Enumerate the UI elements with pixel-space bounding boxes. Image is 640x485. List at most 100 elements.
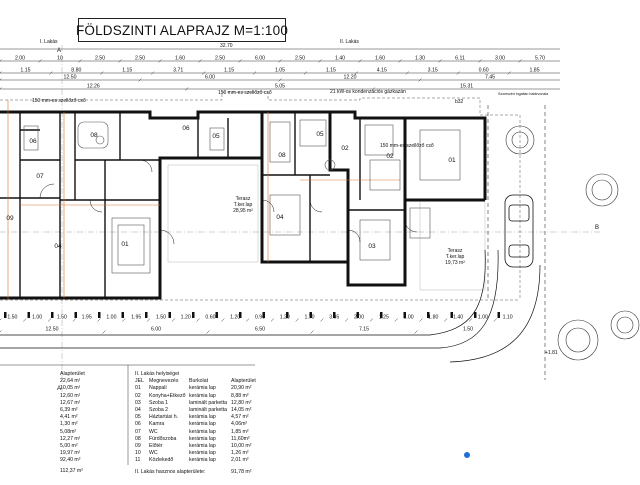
site-post [239, 312, 242, 318]
table2-cell: Konyha+Étkező [149, 392, 186, 399]
dim-top-1: 2.50 [135, 56, 145, 62]
table1-area: 12,67 m² [60, 399, 81, 406]
dim-bottom-1: 1.20 [230, 315, 240, 321]
site-post [27, 312, 30, 318]
room-number: 01 [448, 157, 456, 164]
site-post [380, 312, 383, 318]
room-number: 04 [54, 243, 62, 250]
table2-cell: 09 [135, 443, 141, 450]
table2-cell: 1,26 m² [231, 450, 249, 457]
interior-walls [0, 112, 405, 298]
dim-bottom-1: 0.60 [205, 315, 215, 321]
site-post [333, 312, 336, 318]
dim-top-2: 1.15 [224, 68, 234, 74]
label-total-width: 32.70 [220, 43, 233, 49]
dim-top-1: 1.60 [175, 56, 185, 62]
table1-total-row: 112,37 m² [60, 467, 83, 474]
dim-top-1: 1.30 [415, 56, 425, 62]
table1-row: 5,00 m² [4, 443, 124, 450]
table1-area: 22,64 m² [60, 378, 81, 385]
site-post [74, 312, 77, 318]
dim-bottom-1: 1.00 [32, 315, 42, 321]
dim-top-1: 6.11 [455, 56, 465, 62]
site-post [168, 312, 171, 318]
dim-top-1: 6.00 [255, 56, 265, 62]
site-post [450, 312, 453, 318]
table2-cell: 02 [135, 392, 141, 399]
room-number: 08 [90, 132, 98, 139]
table1-row: 12,60 m² [4, 393, 124, 400]
dim-bottom-2: 7.15 [359, 327, 369, 333]
site-post [145, 312, 148, 318]
room-number: 06 [182, 125, 190, 132]
dim-top-3: 12.20 [344, 75, 357, 81]
dim-bottom-1: 2.00 [354, 315, 364, 321]
dim-bottom-1: 1.25 [379, 315, 389, 321]
table1-sum-row: 92,40 m² [60, 457, 81, 464]
table2-cell: kerámia lap [189, 392, 216, 399]
table2-title: II. Lakás helyiségei [135, 371, 180, 377]
table2-cell: 08 [135, 435, 141, 442]
room-number: 06 [29, 138, 37, 145]
dim-bottom-2: 6.50 [255, 327, 265, 333]
property-boundary [487, 105, 546, 380]
table1-area: 1,30 m² [60, 421, 78, 428]
label-pipe-2: 150 mm-es szellőző cső [218, 90, 272, 96]
table2-cell: Szoba 2 [149, 407, 169, 414]
table2-cell: 03 [135, 399, 141, 406]
schedule-frame [0, 364, 255, 465]
site-post [356, 312, 359, 318]
table2-cell: 10 [135, 450, 141, 457]
table2-cell: kerámia lap [189, 414, 216, 421]
table2-cell: Közlekedő [149, 457, 174, 464]
roof-outline [0, 91, 521, 301]
table1-row: 4,41 m² [4, 414, 124, 421]
table2-cell: 10,00 m² [231, 443, 252, 450]
table2-cell: kerámia lap [189, 457, 216, 464]
dim-top-1: 3.00 [495, 56, 505, 62]
top-dimension-lines [0, 48, 560, 90]
terrace-area [167, 164, 486, 291]
table2-cell: 20,90 m² [231, 385, 252, 392]
table1-row: 22,64 m² [4, 378, 124, 385]
table1-area: 10,05 m² [60, 385, 81, 392]
label-pipe-3: 150 mm-es szellőző cső [380, 143, 434, 149]
room-number: 05 [212, 133, 220, 140]
table2-cell: 11,60m² [231, 435, 250, 442]
table1-area: 19,97 m² [60, 450, 81, 457]
table2-cell: 4,06m² [231, 421, 248, 428]
room-number: 09 [6, 215, 14, 222]
dim-bottom-2: 6.00 [151, 327, 161, 333]
dim-bottom-1: 0.90 [255, 315, 265, 321]
drawing-title: FÖLDSZINTI ALAPRAJZ M=1:100 [76, 18, 288, 42]
table2-cell: WC [149, 428, 158, 435]
dim-top-1: 2.00 [15, 56, 25, 62]
site-post [286, 312, 289, 318]
dim-top-1: 10 [57, 56, 63, 62]
dim-top-2: 8.80 [71, 68, 81, 74]
dim-bottom-1: 1.50 [156, 315, 166, 321]
site-post [309, 312, 312, 318]
label-section-b: b32 [455, 99, 464, 105]
dim-top-2: 1.15 [326, 68, 336, 74]
dim-top-1: 1.40 [335, 56, 345, 62]
car-symbol [504, 194, 534, 268]
table2-cell: WC [149, 450, 158, 457]
marker-dot [464, 452, 470, 458]
table2-cell: 07 [135, 428, 141, 435]
table2-cell: kerámia lap [189, 428, 216, 435]
dim-top-2: 0.60 [479, 68, 489, 74]
service-lines [7, 100, 400, 300]
